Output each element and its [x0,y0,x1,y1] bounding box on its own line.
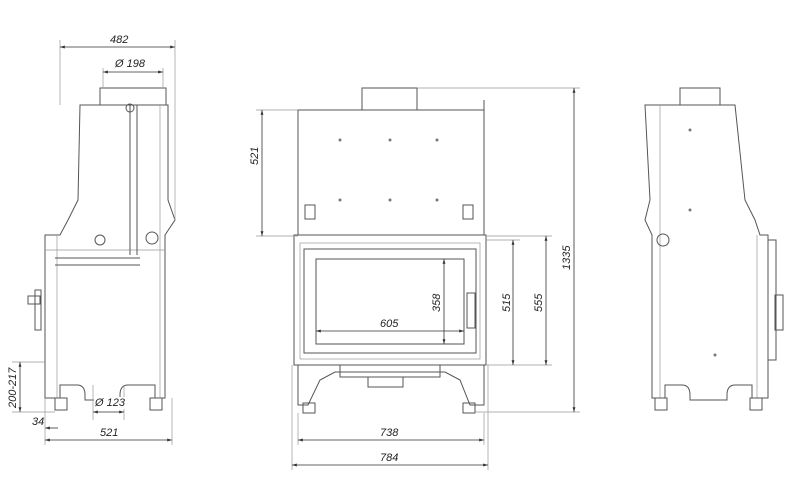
dim-air-inlet: Ø 123 [94,397,126,409]
dim-glass-width: 605 [380,318,399,330]
front-view: 521 358 605 515 555 1335 738 784 [249,87,580,470]
dim-upper-height: 521 [249,147,261,165]
dim-flue-diameter: Ø 198 [114,58,146,70]
dim-leg-height: 200-217 [7,367,19,409]
dim-depth: 521 [100,427,118,439]
dim-door-height-outer: 555 [533,293,545,312]
dim-width-top: 482 [110,34,128,46]
right-side-view [644,87,784,411]
left-side-view: 482 200-217 34 521 [7,34,176,445]
dim-door-height-inner: 515 [501,293,513,312]
dim-total-height: 1335 [561,245,573,270]
dim-total-width: 784 [380,452,398,464]
dim-body-width: 738 [380,427,399,439]
dim-glass-height: 358 [431,293,443,312]
dim-foot-offset: 34 [32,416,44,428]
